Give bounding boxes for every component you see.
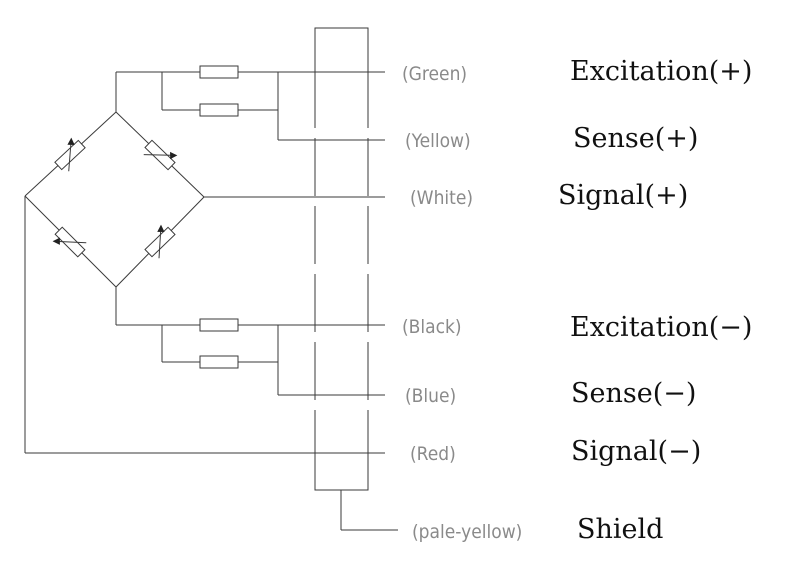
wire-color-label: (Red) bbox=[410, 443, 456, 465]
resistor-bottom-1 bbox=[199, 318, 239, 332]
wire-function-label: Excitation(−) bbox=[570, 312, 752, 343]
cable-shield bbox=[314, 27, 398, 531]
resistor-top-1 bbox=[199, 65, 239, 79]
bottom-compensation-network bbox=[115, 287, 385, 396]
top-compensation-network bbox=[115, 65, 385, 141]
wire-color-label: (Blue) bbox=[405, 385, 456, 407]
wire-function-label: Excitation(+) bbox=[570, 56, 752, 87]
strain-gauge-bottom-left bbox=[52, 226, 87, 258]
wire-color-label: (Black) bbox=[402, 316, 462, 338]
wire-function-label: Shield bbox=[577, 514, 663, 545]
strain-gauge-top-left bbox=[54, 137, 86, 172]
wire-color-label: (White) bbox=[410, 187, 473, 209]
wire-function-label: Signal(+) bbox=[558, 180, 688, 211]
wire-function-label: Signal(−) bbox=[571, 436, 701, 467]
signal-minus-wire bbox=[24, 196, 385, 454]
wire-color-label: (pale-yellow) bbox=[412, 521, 522, 543]
resistor-top-2 bbox=[199, 103, 239, 117]
strain-gauge-top-right bbox=[143, 139, 178, 171]
strain-gauge-bottom-right bbox=[144, 224, 176, 259]
wire-color-label: (Green) bbox=[402, 63, 467, 85]
resistor-bottom-2 bbox=[199, 355, 239, 369]
wire-function-label: Sense(+) bbox=[573, 123, 698, 154]
wire-color-label: (Yellow) bbox=[405, 130, 471, 152]
wire-function-label: Sense(−) bbox=[571, 378, 696, 409]
wheatstone-bridge bbox=[24, 111, 205, 288]
